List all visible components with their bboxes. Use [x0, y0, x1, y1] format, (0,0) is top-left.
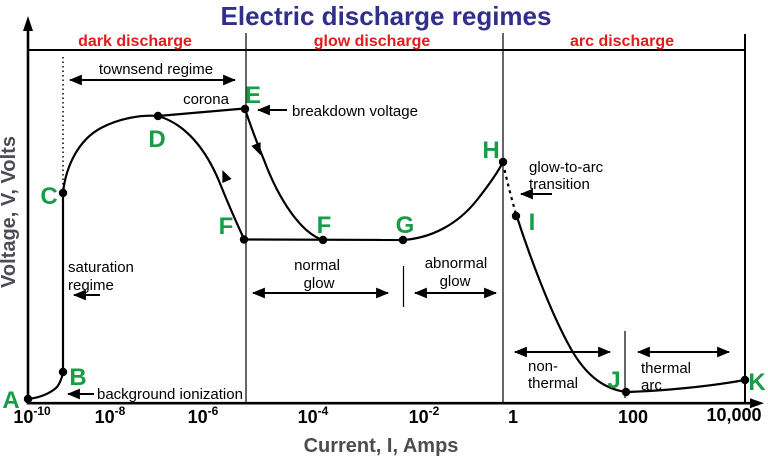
point-label-G: G [396, 212, 415, 239]
point-dot-K [740, 375, 750, 385]
point-label-F1: F [219, 213, 234, 240]
point-label-H: H [482, 137, 499, 164]
x-tick-1e-8: 10-8 [95, 404, 126, 427]
curve-segment-a-b [27, 371, 65, 401]
non-thermal-label-line1: non- [528, 358, 558, 375]
curve-segment-e-f [243, 108, 324, 242]
x-tick-1e-6-exp: -6 [208, 404, 219, 418]
x-tick-1e-4: 10-4 [298, 404, 329, 427]
x-tick-100: 100 [618, 407, 648, 427]
point-dot-G [398, 235, 408, 245]
x-tick-1-base: 1 [508, 407, 518, 427]
townsend-regime-label: townsend regime [99, 61, 213, 78]
glow-to-arc-label-line2: transition [529, 176, 590, 193]
x-tick-1e-10-exp: -10 [33, 404, 51, 418]
saturation-regime-label-line2: regime [68, 277, 114, 294]
x-tick-1e-8-base: 10 [95, 407, 115, 427]
y-axis-arrowhead-icon [23, 16, 33, 31]
point-dot-D [153, 111, 163, 121]
point-label-E: E [245, 82, 261, 109]
point-dot-B [58, 367, 68, 377]
corona-branch-arrowhead-icon [222, 169, 232, 183]
x-tick-1e-6-base: 10 [188, 407, 208, 427]
point-label-J: J [607, 367, 620, 394]
point-label-C: C [40, 183, 57, 210]
point-label-A: A [2, 387, 19, 414]
region-label-dark-discharge: dark discharge [78, 33, 192, 50]
x-tick-100-base: 100 [618, 407, 648, 427]
non-thermal-label-line2: thermal [528, 375, 578, 392]
x-tick-1e-6: 10-6 [188, 404, 219, 427]
x-tick-1e-10-base: 10 [13, 407, 33, 427]
x-tick-1e-4-exp: -4 [318, 404, 329, 418]
normal-glow-label-line2: glow [304, 275, 335, 292]
point-dot-H [498, 157, 508, 167]
corona-label: corona [183, 91, 230, 108]
x-tick-1e-8-exp: -8 [115, 404, 126, 418]
point-label-K: K [748, 369, 766, 396]
x-axis-title: Current, I, Amps [304, 435, 459, 457]
point-label-I: I [529, 209, 536, 236]
thermal-arc-label-line2: arc [641, 377, 662, 394]
point-label-F2: F [317, 212, 332, 239]
background-ionization-label: background ionization [97, 386, 243, 403]
region-label-glow-discharge: glow discharge [314, 33, 431, 50]
region-label-arc-discharge: arc discharge [570, 33, 674, 50]
point-dot-J [621, 387, 631, 397]
abnormal-glow-label-line2: glow [440, 273, 471, 290]
x-tick-1: 1 [508, 407, 518, 427]
y-axis-title: Voltage, V, Volts [0, 136, 20, 288]
point-dot-F1 [239, 235, 249, 244]
point-label-B: B [69, 364, 86, 391]
curve-corona-branch [157, 114, 245, 240]
saturation-regime-label-line1: saturation [68, 259, 134, 276]
x-tick-10000: 10,000 [706, 405, 761, 425]
x-tick-1e-4-base: 10 [298, 407, 318, 427]
chart-title: Electric discharge regimes [221, 1, 552, 31]
normal-glow-label-line1: normal [294, 257, 340, 274]
point-dot-C [58, 188, 68, 198]
thermal-arc-label-line1: thermal [641, 360, 691, 377]
abnormal-glow-label-line1: abnormal [425, 255, 488, 272]
curve-segment-c-d-e [61, 107, 245, 194]
point-dot-A [23, 394, 33, 404]
x-tick-1e-2-base: 10 [409, 407, 429, 427]
breakdown-voltage-label: breakdown voltage [292, 103, 418, 120]
x-axis-arrowhead-icon [750, 398, 764, 409]
curve-segment-g-h [402, 161, 504, 242]
point-dot-I [511, 211, 521, 221]
curve-segment-h-i-dashed [501, 162, 518, 215]
x-tick-1e-10: 10-10 [13, 404, 51, 427]
curve-segment-j-k [625, 378, 746, 394]
glow-to-arc-label-line1: glow-to-arc [529, 159, 604, 176]
curve-segment-i-j [515, 216, 627, 394]
x-tick-1e-2: 10-2 [409, 404, 440, 427]
x-tick-10000-base: 10,000 [706, 405, 761, 425]
x-tick-1e-2-exp: -2 [429, 404, 440, 418]
point-label-D: D [148, 126, 165, 153]
breakdown-branch-arrowhead-icon [251, 142, 261, 156]
point-dot-E [240, 104, 250, 114]
point-dot-F2 [318, 235, 328, 245]
